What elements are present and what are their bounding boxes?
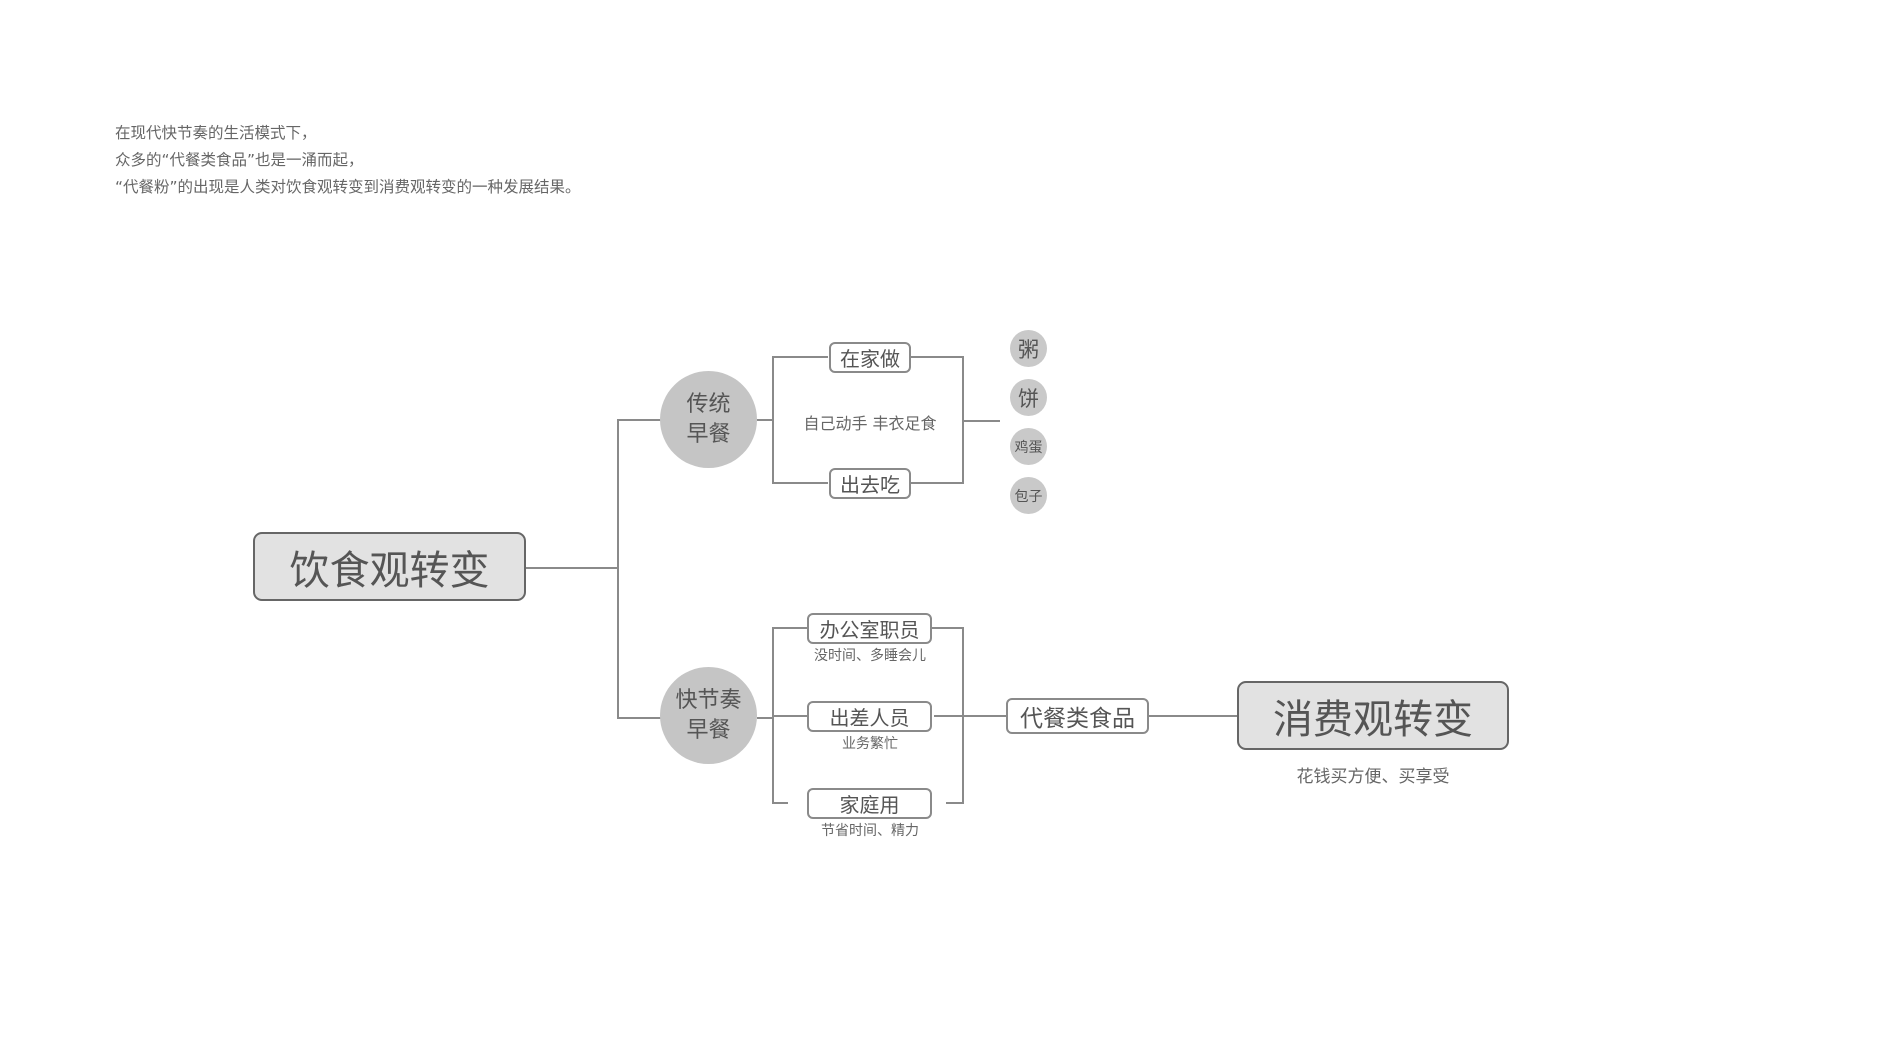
family-use-node: 家庭用 xyxy=(807,788,932,819)
food-bun: 包子 xyxy=(1010,477,1047,514)
result-node: 消费观转变 xyxy=(1237,681,1509,750)
traditional-breakfast-node: 传统 早餐 xyxy=(660,371,757,468)
result-note: 花钱买方便、买享受 xyxy=(1296,767,1450,787)
intro-line-3: “代餐粉”的出现是人类对饮食观转变到消费观转变的一种发展结果。 xyxy=(115,178,581,196)
intro-line-2: 众多的“代餐类食品”也是一涌而起， xyxy=(115,151,364,169)
at-home-node: 在家做 xyxy=(829,342,911,373)
office-worker-note: 没时间、多睡会儿 xyxy=(814,648,926,664)
traditional-label-line2: 早餐 xyxy=(686,421,731,447)
intro-text: 在现代快节奏的生活模式下， 众多的“代餐类食品”也是一涌而起， “代餐粉”的出现… xyxy=(115,120,581,201)
connector-traditional-bracket xyxy=(772,356,828,484)
intro-line-1: 在现代快节奏的生活模式下， xyxy=(115,124,317,142)
eat-out-node: 出去吃 xyxy=(829,468,911,499)
food-porridge: 粥 xyxy=(1010,330,1047,367)
fast-label-line2: 早餐 xyxy=(686,717,731,743)
meal-replacement-node: 代餐类食品 xyxy=(1006,698,1149,734)
office-worker-node: 办公室职员 xyxy=(807,613,932,644)
traditional-middle-text: 自己动手 丰衣足食 xyxy=(803,414,937,433)
family-use-note: 节省时间、精力 xyxy=(821,823,919,839)
business-traveler-node: 出差人员 xyxy=(807,701,932,732)
root-node: 饮食观转变 xyxy=(253,532,526,601)
fast-label-line1: 快节奏 xyxy=(675,687,742,713)
food-pancake: 饼 xyxy=(1010,379,1047,416)
fast-breakfast-node: 快节奏 早餐 xyxy=(660,667,757,764)
food-egg: 鸡蛋 xyxy=(1010,428,1047,465)
business-traveler-note: 业务繁忙 xyxy=(842,736,898,752)
traditional-label-line1: 传统 xyxy=(686,391,731,417)
